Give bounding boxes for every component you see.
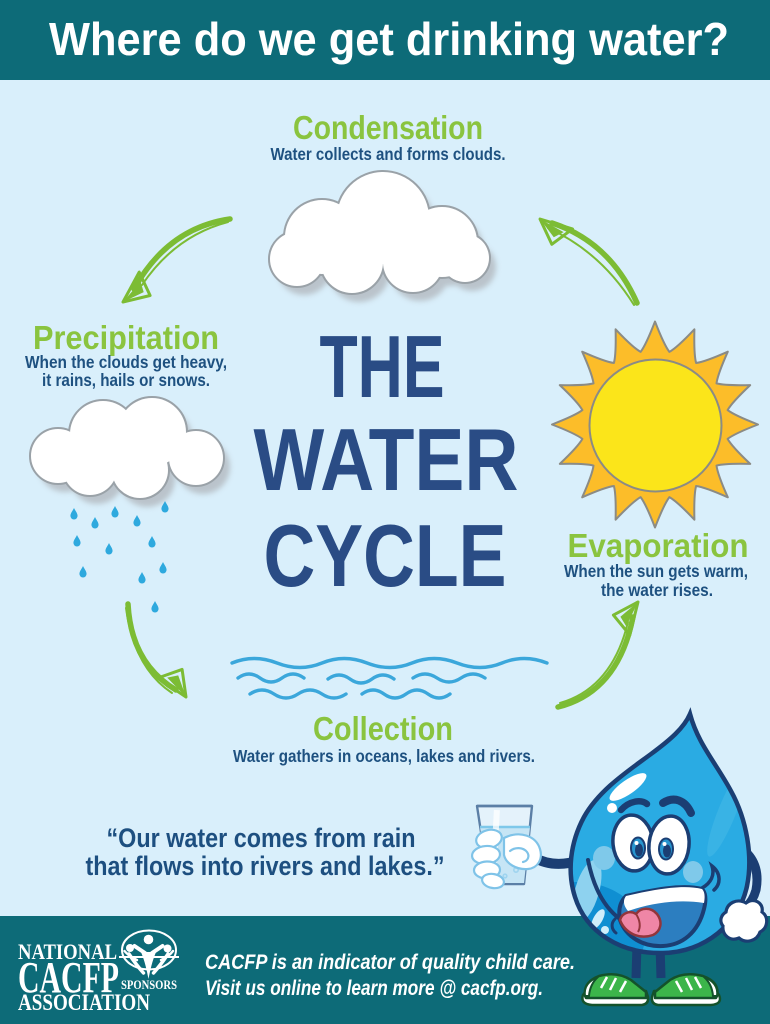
poster-title: Where do we get drinking water? — [49, 13, 729, 65]
evaporation-description-line1: When the sun gets warm, — [564, 561, 748, 581]
condensation-description: Water collects and forms clouds. — [271, 144, 506, 164]
collection-heading: Collection — [313, 710, 453, 747]
cacfp-logo-icon — [119, 929, 179, 979]
raindrops-icon — [70, 500, 169, 613]
arrow-condensation-to-precipitation — [121, 216, 233, 304]
arrow-collection-to-evaporation — [555, 600, 640, 710]
mascot-face — [586, 795, 721, 949]
rain-cloud-icon — [29, 396, 230, 507]
arrow-precipitation-to-collection — [125, 601, 188, 699]
waves-icon — [230, 656, 549, 700]
sun-icon — [551, 320, 759, 529]
mascot-hand-holding-glass — [470, 828, 542, 890]
precipitation-description-line1: When the clouds get heavy, — [25, 352, 227, 372]
precipitation-heading: Precipitation — [33, 319, 219, 356]
footer-tagline-line2: Visit us online to learn more @ cacfp.or… — [205, 977, 543, 1000]
mascot-shoes — [581, 972, 722, 1007]
arrow-evaporation-to-condensation — [538, 217, 640, 306]
collection-description: Water gathers in oceans, lakes and river… — [233, 746, 535, 766]
footer-logo-cacfp: CACFP — [18, 953, 119, 1002]
footer-logo-sponsors: SPONSORS — [121, 977, 177, 992]
footer-logo-national: NATIONAL — [18, 939, 117, 964]
footer-tagline-line1: CACFP is an indicator of quality child c… — [205, 951, 575, 974]
condensation-heading: Condensation — [293, 109, 483, 146]
center-title-line1: THE — [320, 317, 445, 416]
quote-line1: “Our water comes from rain — [107, 823, 416, 853]
footer-logo-association: ASSOCIATION — [18, 990, 150, 1015]
cloud-icon — [268, 170, 496, 302]
evaporation-description-line2: the water rises. — [601, 580, 713, 600]
evaporation-heading: Evaporation — [568, 527, 749, 564]
mascot-right-glove — [719, 899, 769, 943]
center-title-line2: WATER — [254, 410, 519, 509]
center-title-line3: CYCLE — [264, 506, 507, 605]
quote-line2: that flows into rivers and lakes.” — [86, 851, 445, 881]
header-band — [0, 0, 770, 80]
precipitation-description-line2: it rains, hails or snows. — [42, 370, 210, 390]
